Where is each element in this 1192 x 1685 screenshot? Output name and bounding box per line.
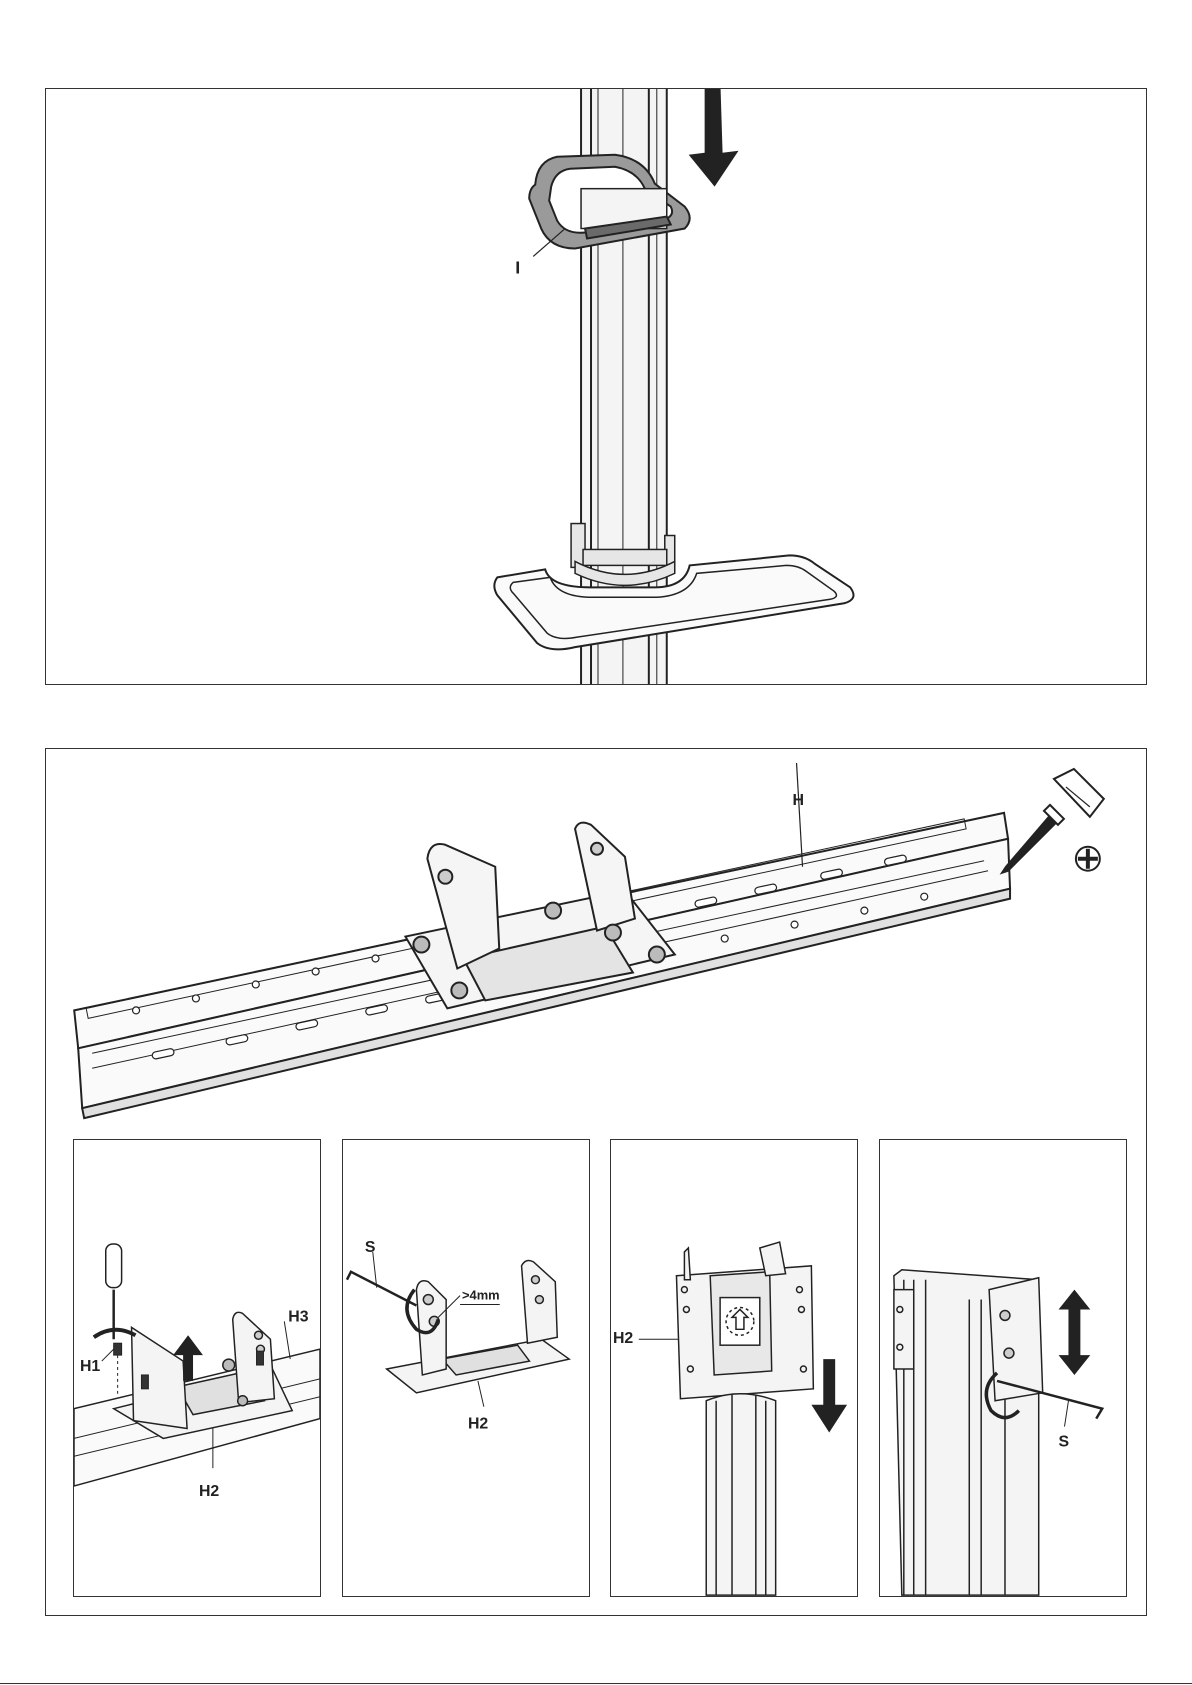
substep4-illustration: S xyxy=(880,1140,1126,1596)
label-H: H xyxy=(793,792,805,809)
step1-illustration: I xyxy=(46,89,1146,684)
down-arrow-icon xyxy=(689,89,739,187)
screwdriver-icon xyxy=(106,1244,122,1339)
label-H2: H2 xyxy=(613,1330,633,1347)
substep1-illustration: H1 H3 H2 xyxy=(74,1140,320,1596)
step1-panel: I xyxy=(45,88,1147,685)
leader-H1 xyxy=(102,1349,114,1361)
label-I: I xyxy=(515,257,520,277)
mount-plate-h2 xyxy=(676,1242,813,1399)
label-gap: >4mm xyxy=(462,1288,500,1303)
label-S: S xyxy=(1059,1433,1070,1450)
phillips-head-icon xyxy=(1076,847,1100,871)
label-H1: H1 xyxy=(80,1358,100,1375)
substep3-illustration: H2 xyxy=(611,1140,857,1596)
double-arrow-icon xyxy=(1059,1290,1091,1375)
hex-key-s xyxy=(347,1272,416,1306)
substep3-panel: H2 xyxy=(610,1139,858,1597)
label-H2: H2 xyxy=(199,1483,219,1500)
label-H2: H2 xyxy=(468,1416,488,1433)
substep2-illustration: S >4mm H2 xyxy=(343,1140,589,1596)
step2-panel: H xyxy=(45,748,1147,1616)
down-arrow-icon xyxy=(811,1359,847,1432)
label-leader-H xyxy=(797,763,803,867)
column-section xyxy=(706,1394,775,1595)
label-S: S xyxy=(365,1239,376,1256)
column-with-plate xyxy=(894,1270,1043,1595)
footer-rule xyxy=(0,1683,1192,1684)
leader-S xyxy=(1065,1401,1069,1427)
label-H3: H3 xyxy=(288,1308,308,1325)
leader-H2 xyxy=(478,1381,484,1407)
substep4-panel: S xyxy=(879,1139,1127,1597)
substep2-panel: S >4mm H2 xyxy=(342,1139,590,1597)
leader-H3 xyxy=(284,1321,290,1359)
substep1-panel: H1 H3 H2 xyxy=(73,1139,321,1597)
